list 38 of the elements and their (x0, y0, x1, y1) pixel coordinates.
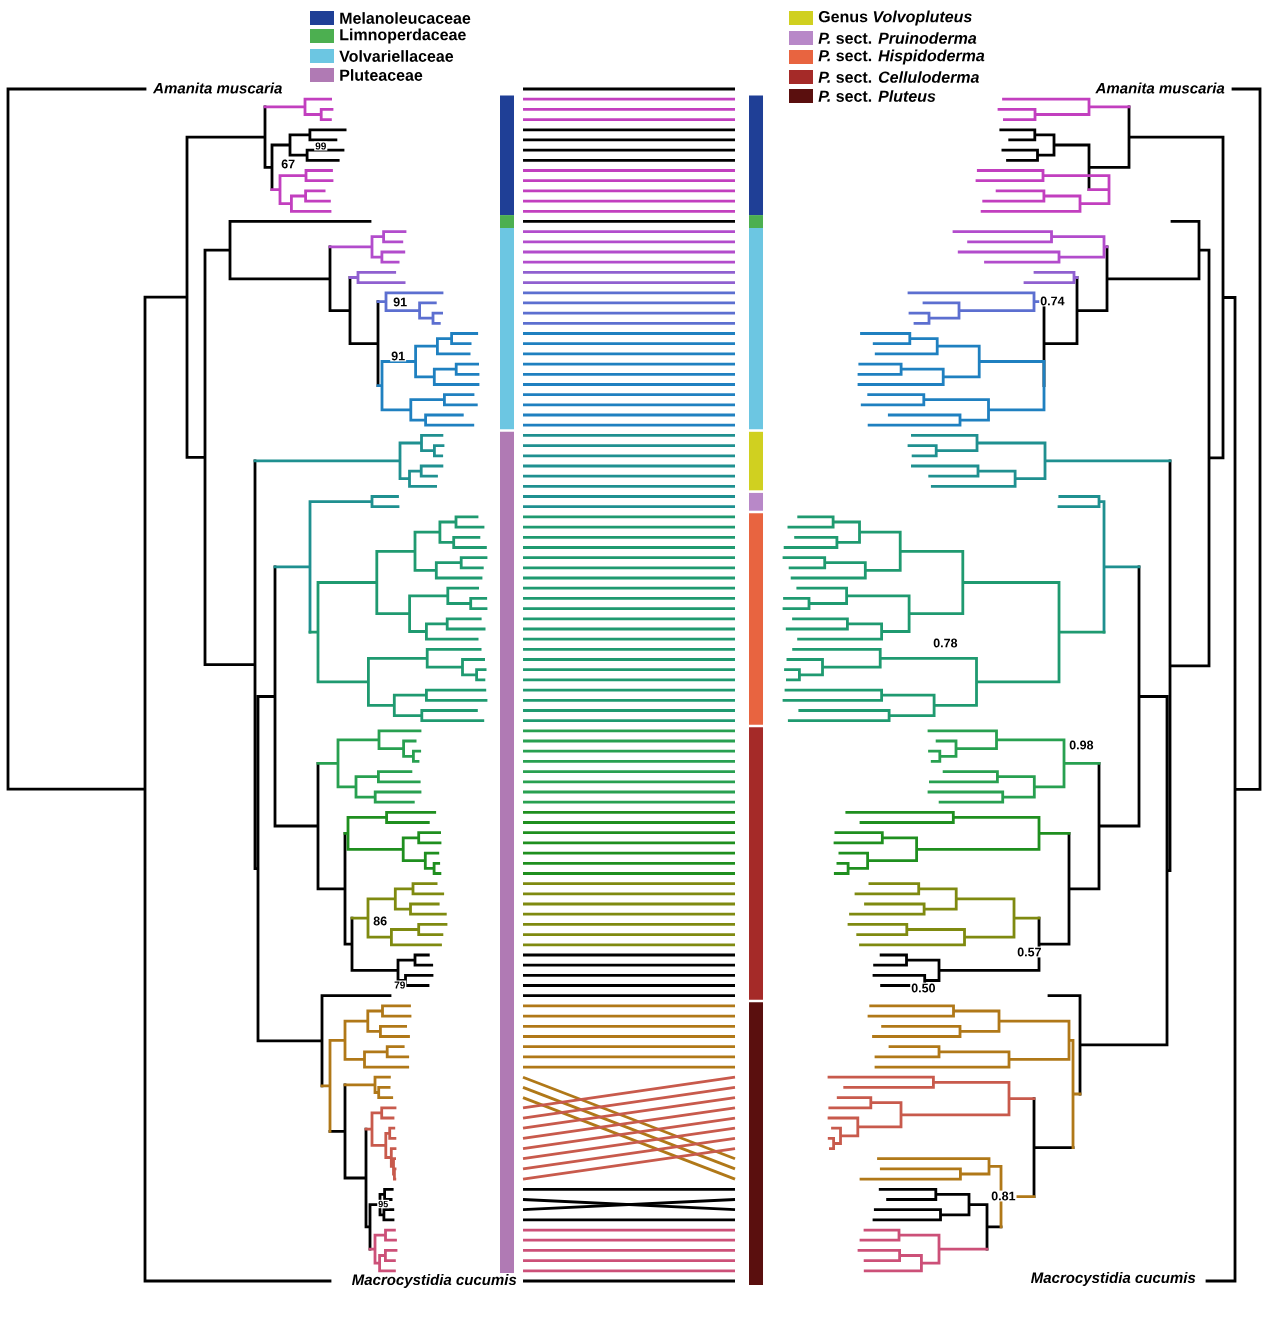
legend-label: Volvariellaceae (339, 50, 454, 62)
support-value: 0.50 (910, 982, 937, 994)
legend-label: P. sect. Hispidoderma (818, 49, 985, 65)
clade-bar (500, 95, 514, 216)
clade-bar (749, 513, 763, 725)
support-value: 0.81 (990, 1190, 1017, 1202)
support-value: 91 (392, 296, 409, 308)
support-value: 95 (377, 1199, 390, 1209)
taxon-label: Macrocystidia cucumis (1029, 1271, 1197, 1287)
legend-label: P. sect. Pluteus (818, 90, 936, 102)
clade-bar (500, 215, 514, 229)
clade-bar (749, 1002, 763, 1285)
support-value: 86 (372, 915, 389, 927)
support-value: 0.57 (1016, 946, 1043, 958)
legend-label: Limnoperdaceae (340, 28, 466, 44)
clade-bar (749, 215, 763, 229)
support-value: 99 (314, 141, 328, 151)
support-value: 0.98 (1068, 739, 1095, 751)
support-value: 91 (390, 350, 407, 362)
legend-label: P. sect. Pruinoderma (818, 32, 977, 44)
clade-bar (749, 492, 763, 511)
clade-bar (749, 727, 763, 1000)
legend-label: Genus Volvopluteus (818, 10, 972, 26)
legend-label: P. sect. Celluloderma (818, 71, 979, 83)
support-value: 0.74 (1039, 295, 1066, 307)
support-value: 0.78 (932, 637, 959, 649)
support-value: 79 (393, 980, 407, 990)
legend-label: Melanoleucaceae (340, 12, 471, 24)
support-value: 67 (280, 158, 297, 170)
clade-bar (749, 431, 763, 491)
clade-bar (749, 95, 763, 216)
legend-label: Pluteaceae (340, 69, 423, 81)
clade-bar (500, 431, 514, 1275)
clade-bar (749, 228, 763, 430)
taxon-label: Amanita muscaria (1094, 81, 1226, 95)
taxon-label: Amanita muscaria (152, 81, 284, 95)
taxon-label: Macrocystidia cucumis (350, 1273, 518, 1289)
clade-bar (500, 228, 514, 430)
